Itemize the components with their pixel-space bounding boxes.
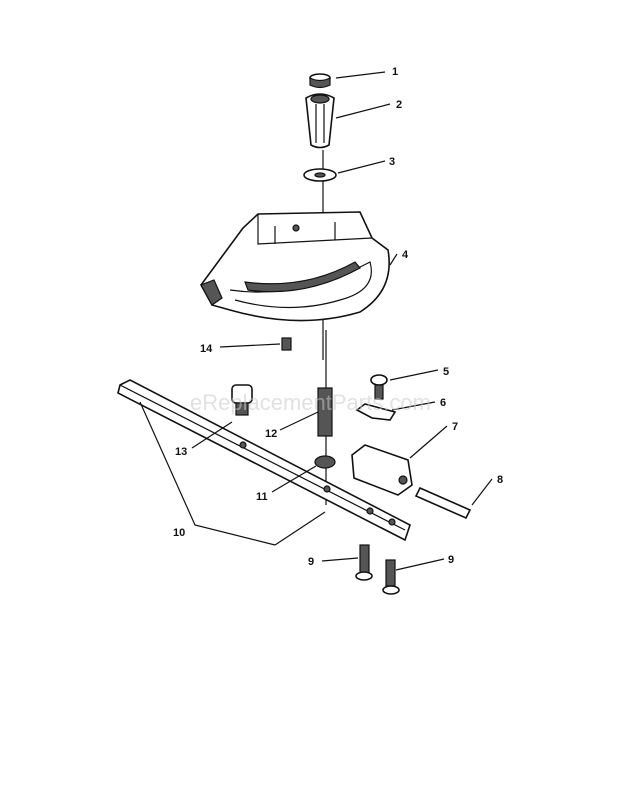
part-5-screw [370, 374, 388, 400]
part-9-screw [382, 559, 400, 595]
part-4-miter-head [200, 211, 390, 322]
watermark: eReplacementParts.com [190, 390, 431, 415]
part-13-guide-knob [231, 384, 253, 416]
part-7-block [351, 444, 413, 496]
part-6-clip [355, 403, 397, 421]
callout-11: 11 [256, 491, 268, 503]
part-11-nut [314, 455, 336, 469]
callout-3: 3 [389, 156, 395, 168]
part-9-screw [355, 544, 373, 581]
part-14-set-screw [281, 337, 292, 351]
part-2-knob [305, 93, 335, 149]
callout-13: 13 [175, 446, 187, 458]
callout-4: 4 [402, 249, 409, 261]
callout-2: 2 [396, 99, 402, 111]
callout-9: 9 [448, 554, 454, 566]
callout-9: 9 [308, 556, 314, 568]
leader-lines [139, 71, 493, 571]
part-8-pin [414, 486, 472, 520]
callout-1: 1 [392, 66, 398, 78]
callout-14: 14 [200, 343, 213, 355]
part-10-miter-bar [117, 379, 411, 542]
callout-12: 12 [265, 428, 277, 440]
part-3-washer [303, 168, 337, 182]
part-1-cap [309, 73, 331, 89]
callout-10: 10 [173, 527, 185, 539]
callout-6: 6 [440, 397, 446, 409]
callout-7: 7 [452, 421, 458, 433]
callout-5: 5 [443, 366, 449, 378]
callout-8: 8 [497, 474, 503, 486]
